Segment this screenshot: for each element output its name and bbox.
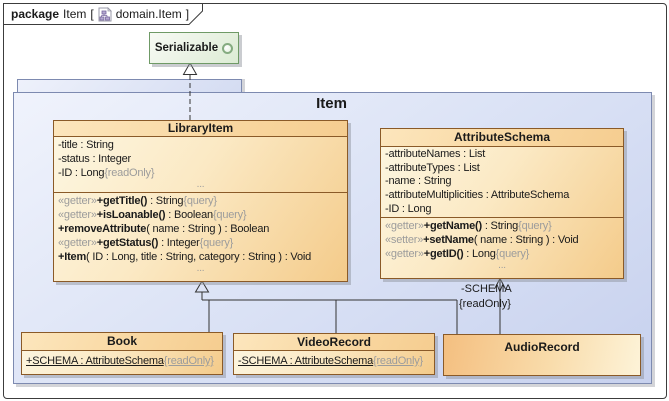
class-attributeschema[interactable]: AttributeSchema -attributeNames : List-a… <box>380 128 624 279</box>
frame-keyword: package <box>11 7 60 21</box>
class-videorecord[interactable]: VideoRecord -SCHEMA : AttributeSchema{re… <box>233 333 435 375</box>
attributeschema-name: AttributeSchema <box>381 129 623 147</box>
frame-diagram-name: domain.Item <box>115 7 182 21</box>
attributeschema-operations: «getter»+getName() : String{query}«sette… <box>385 220 579 271</box>
class-diagram-icon <box>98 6 112 21</box>
frame-bracket-open: [ <box>90 7 94 21</box>
libraryitem-operations: «getter»+getTitle() : String{query}«gett… <box>58 195 312 274</box>
attributeschema-attributes: -attributeNames : List-attributeTypes : … <box>381 147 623 218</box>
book-attributes: +SCHEMA : AttributeSchema{readOnly} <box>26 355 214 367</box>
class-libraryitem[interactable]: LibraryItem -title : String-status : Int… <box>53 120 348 282</box>
videorecord-name: VideoRecord <box>234 334 434 351</box>
interface-ball-icon <box>222 42 234 54</box>
book-name: Book <box>22 333 222 351</box>
videorecord-attributes: -SCHEMA : AttributeSchema{readOnly} <box>238 355 423 367</box>
audiorecord-name: AudioRecord <box>504 340 580 352</box>
frame-header: package Item [ domain.Item ] <box>11 6 189 22</box>
class-book[interactable]: Book +SCHEMA : AttributeSchema{readOnly} <box>21 332 223 375</box>
package-item-name: Item <box>316 95 347 112</box>
class-audiorecord[interactable]: AudioRecord <box>443 334 641 376</box>
serializable-name: Serializable <box>154 42 219 54</box>
association-role-label[interactable]: -SCHEMA <box>461 283 512 295</box>
frame-bracket-close: ] <box>185 7 190 21</box>
libraryitem-attributes: -title : String-status : Integer-ID : Lo… <box>54 137 347 193</box>
class-serializable[interactable]: Serializable <box>149 32 239 64</box>
association-constraint-label[interactable]: {readOnly} <box>459 298 511 310</box>
frame-title: Item <box>63 7 87 21</box>
libraryitem-name: LibraryItem <box>54 121 347 137</box>
